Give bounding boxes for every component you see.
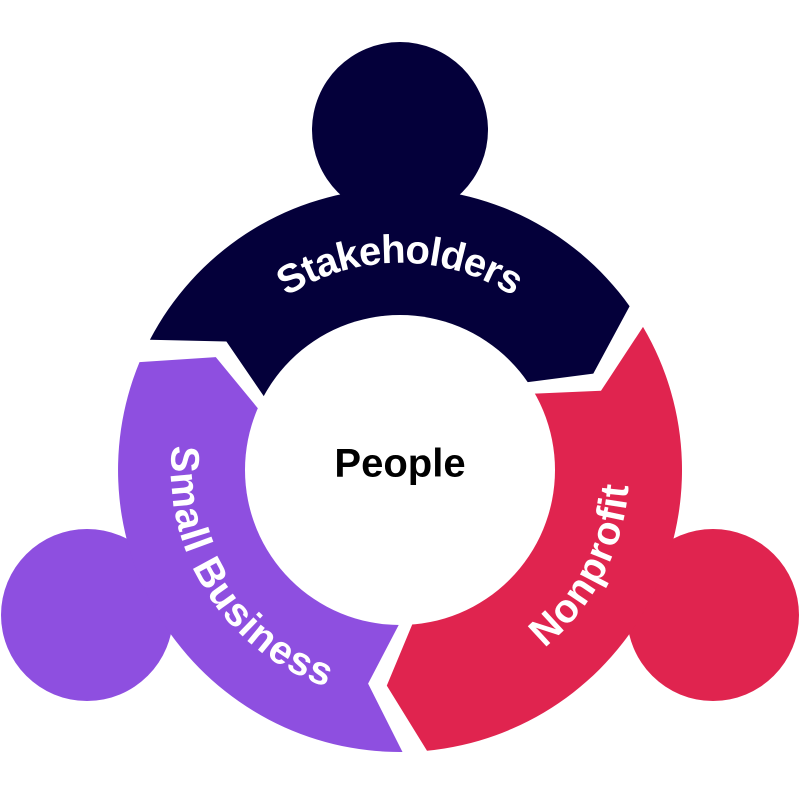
small-business-head-icon [1,529,173,701]
nonprofit-head-icon [627,529,799,701]
center-circle [245,315,555,625]
small-business-segment [118,357,403,753]
stakeholders-head-icon [312,42,488,218]
center-label: People [334,442,465,486]
stakeholders-segment [149,187,630,401]
